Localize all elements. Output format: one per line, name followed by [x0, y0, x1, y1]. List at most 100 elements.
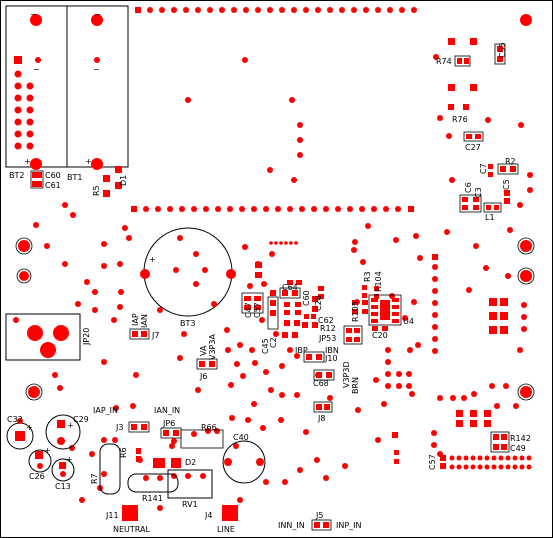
label-inp-in: INP_IN — [336, 521, 362, 530]
c32-plus: + — [26, 423, 33, 432]
label-c6: C6 — [464, 182, 473, 193]
label-c64: C64 — [282, 283, 298, 292]
label-j11: J11 — [105, 511, 119, 520]
label-c5: C5 — [502, 179, 511, 190]
jp20-pads — [13, 317, 69, 358]
c60-c61-pads — [32, 172, 42, 187]
label-jp53: JP53 — [318, 334, 336, 343]
label-c27: C27 — [465, 143, 481, 152]
label-c47: C47 — [244, 302, 253, 318]
central-smd-pads — [244, 262, 399, 410]
label-bt2: BT2 — [9, 171, 24, 180]
j6-outline — [196, 358, 218, 370]
c40-outline — [222, 440, 266, 484]
label-neutral: NEUTRAL — [113, 525, 150, 534]
label-va: VA — [199, 345, 208, 356]
label-u4: U4 — [403, 317, 414, 326]
bt1-minus-2: − — [93, 65, 100, 74]
label-r7: R7 — [90, 473, 99, 484]
label-j6: J6 — [199, 372, 207, 381]
label-v3p3d: V3P3D — [342, 361, 351, 388]
label-ibp: IBP — [295, 346, 308, 355]
label-j8: J8 — [317, 414, 325, 423]
j5-outline — [311, 519, 332, 531]
label-rv1: RV1 — [182, 500, 198, 509]
central-outlines — [241, 287, 402, 413]
label-ibn: IBN — [325, 346, 339, 355]
j5-pads — [314, 522, 329, 528]
bt1-plus: + — [85, 157, 92, 166]
label-l1: L1 — [485, 213, 495, 222]
label-ian: IAN — [140, 314, 149, 328]
battery-bt3 — [140, 227, 236, 317]
label-c60: C60 — [45, 171, 61, 180]
bt3-plus: + — [149, 255, 156, 264]
c60-c61-outline — [30, 170, 44, 189]
j6-pads — [199, 361, 215, 367]
label-c2: C2 — [269, 337, 278, 348]
label-c57-bottom: C57 — [428, 454, 437, 470]
label-c40: C40 — [233, 433, 249, 442]
c26-plus: + — [44, 446, 51, 455]
label-j5: J5 — [315, 511, 323, 520]
r5-d1-pads — [103, 166, 122, 197]
bottom-right-header — [440, 455, 532, 470]
j11-pad — [122, 505, 138, 521]
label-c45: C45 — [261, 338, 270, 354]
label-r2: R2 — [505, 157, 516, 166]
j7-pads — [132, 331, 147, 337]
label-c68: C68 — [313, 379, 329, 388]
label-r105: R105 — [351, 301, 360, 322]
label-c49: C49 — [510, 444, 526, 453]
label-jp20: JP20 — [82, 328, 91, 346]
label-r6: R6 — [119, 447, 128, 458]
electrolytic-caps — [6, 414, 81, 482]
rv1-outline — [167, 469, 213, 499]
bt2-plus: + — [24, 157, 31, 166]
bt2-minus: − — [30, 10, 37, 19]
label-brn: BRN — [351, 377, 360, 394]
label-j3: J3 — [115, 423, 123, 432]
label-d1: D1 — [119, 175, 128, 186]
bt1-minus: − — [94, 10, 101, 19]
label-r12: R12 — [320, 324, 336, 333]
label-c20: C20 — [372, 331, 388, 340]
label-c55: C55 — [498, 42, 507, 58]
label-c7: C7 — [479, 163, 488, 174]
label-d2: D2 — [185, 458, 196, 467]
j3-jp6-pads — [131, 424, 220, 437]
middle-header-row — [131, 206, 414, 212]
bt2-minus-2: − — [33, 65, 40, 74]
jp6-via — [171, 438, 177, 444]
label-r66: R66 — [201, 423, 217, 432]
j4-pad — [222, 505, 238, 521]
jp20-outline — [5, 313, 81, 361]
j7-outline — [129, 328, 150, 340]
mounting-holes — [15, 14, 535, 401]
top-right-outlines — [454, 43, 519, 213]
label-r142: R142 — [510, 434, 531, 443]
label-j7: J7 — [151, 331, 159, 340]
label-bt3: BT3 — [180, 319, 195, 328]
label-iap: IAP — [131, 313, 140, 326]
r6-d2-r7-pads — [101, 437, 206, 481]
label-r74: R74 — [436, 57, 452, 66]
top-right-parts — [433, 38, 533, 210]
label-bt1: BT1 — [67, 173, 82, 182]
c29-plus: + — [67, 421, 74, 430]
label-c3: C3 — [474, 187, 483, 198]
label-j4: J4 — [204, 511, 212, 520]
label-c60-center: C60 — [302, 290, 311, 306]
label-c29: C29 — [73, 415, 89, 424]
label-line: LINE — [217, 525, 235, 534]
label-c26: C26 — [29, 472, 45, 481]
label-c57: C57 — [253, 302, 262, 318]
r141-outline — [127, 473, 179, 493]
right-outlines — [490, 431, 510, 453]
label-j10: J10 — [324, 354, 338, 363]
label-c62: C62 — [318, 316, 334, 325]
c40-pad-a — [224, 458, 232, 466]
j3-outline — [128, 421, 150, 433]
